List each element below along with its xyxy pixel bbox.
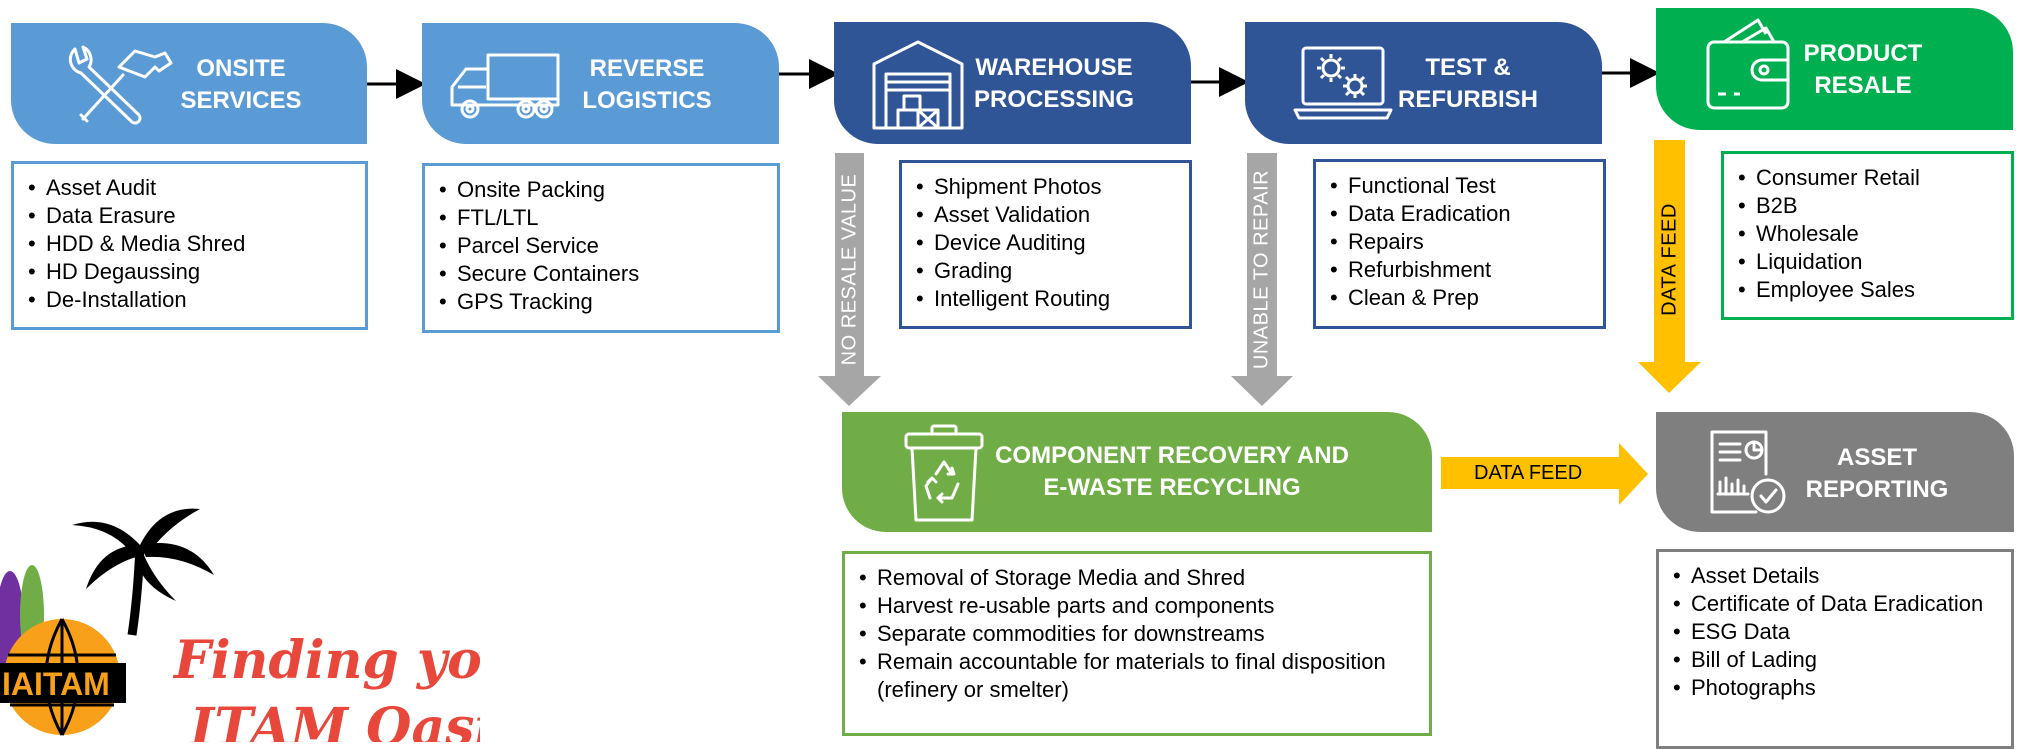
test-refurbish-header: TEST &REFURBISH	[1245, 22, 1602, 144]
list-item: Certificate of Data Eradication	[1673, 590, 2001, 618]
list-item: Bill of Lading	[1673, 646, 2001, 674]
list-item: Remain accountable for materials to fina…	[859, 648, 1419, 704]
list-item: Harvest re-usable parts and components	[859, 592, 1419, 620]
list-item: Data Eradication	[1330, 200, 1593, 228]
list-item: Asset Details	[1673, 562, 2001, 590]
list-item: FTL/LTL	[439, 204, 767, 232]
palm-tree-icon: IAITAM	[0, 508, 214, 736]
list-item: Clean & Prep	[1330, 284, 1593, 312]
list-item: Consumer Retail	[1738, 164, 2001, 192]
list-item: B2B	[1738, 192, 2001, 220]
test-refurbish-title: TEST &REFURBISH	[1397, 54, 1538, 113]
list-item: Secure Containers	[439, 260, 767, 288]
data-feed-vertical-arrow	[1638, 140, 1701, 393]
data-feed-vertical-label: DATA FEED	[1658, 203, 1681, 316]
list-item: Device Auditing	[916, 229, 1179, 257]
list-item: Asset Validation	[916, 201, 1179, 229]
data-feed-horizontal-label: DATA FEED	[1474, 462, 1583, 484]
list-item: Photographs	[1673, 674, 2001, 702]
onsite-services-list: Asset Audit Data Erasure HDD & Media Shr…	[11, 161, 368, 330]
data-feed-horizontal-arrow	[1441, 443, 1648, 505]
svg-text:IAITAM: IAITAM	[2, 666, 110, 702]
list-item: Removal of Storage Media and Shred	[859, 564, 1419, 592]
reverse-logistics-list: Onsite Packing FTL/LTL Parcel Service Se…	[422, 163, 780, 333]
logo-tagline-line2: ITAM Oasis	[190, 697, 480, 742]
list-item: Liquidation	[1738, 248, 2001, 276]
list-item: Separate commodities for downstreams	[859, 620, 1419, 648]
list-item: Data Erasure	[28, 202, 355, 230]
asset-reporting-list: Asset Details Certificate of Data Eradic…	[1656, 549, 2014, 749]
recycle-bin-icon	[902, 422, 986, 529]
product-resale-list: Consumer Retail B2B Wholesale Liquidatio…	[1721, 151, 2014, 320]
list-item: Shipment Photos	[916, 173, 1179, 201]
list-item: Intelligent Routing	[916, 285, 1179, 313]
list-item: Repairs	[1330, 228, 1593, 256]
wallet-icon	[1704, 14, 1794, 119]
no-resale-value-label: NO RESALE VALUE	[838, 173, 861, 366]
laptop-gears-icon	[1293, 44, 1393, 129]
list-item: ESG Data	[1673, 618, 2001, 646]
list-item: Functional Test	[1330, 172, 1593, 200]
test-refurbish-list: Functional Test Data Eradication Repairs…	[1313, 159, 1606, 329]
recycling-list: Removal of Storage Media and Shred Harve…	[842, 551, 1432, 736]
list-item: Onsite Packing	[439, 176, 767, 204]
truck-icon	[446, 51, 562, 126]
warehouse-processing-list: Shipment Photos Asset Validation Device …	[899, 160, 1192, 329]
unable-to-repair-arrow	[1231, 153, 1293, 406]
list-item: HDD & Media Shred	[28, 230, 355, 258]
list-item: Parcel Service	[439, 232, 767, 260]
iaitam-logo: IAITAM Finding your ITAM Oasis	[0, 505, 480, 742]
logo-tagline-line1: Finding your	[174, 630, 480, 691]
unable-to-repair-label: UNABLE TO REPAIR	[1250, 169, 1273, 370]
list-item: Wholesale	[1738, 220, 2001, 248]
report-check-icon	[1706, 428, 1790, 523]
list-item: Grading	[916, 257, 1179, 285]
list-item: Refurbishment	[1330, 256, 1593, 284]
list-item: HD Degaussing	[28, 258, 355, 286]
list-item: De-Installation	[28, 286, 355, 314]
warehouse-icon	[870, 38, 966, 137]
list-item: GPS Tracking	[439, 288, 767, 316]
tools-icon	[61, 45, 173, 132]
no-resale-value-arrow	[818, 153, 881, 406]
list-item: Asset Audit	[28, 174, 355, 202]
list-item: Employee Sales	[1738, 276, 2001, 304]
